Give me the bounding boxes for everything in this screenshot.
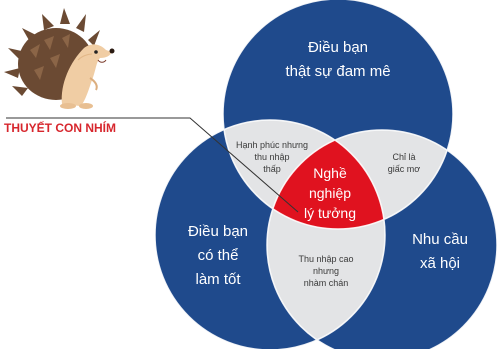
circle-top-label-line-2: thật sự đam mê xyxy=(285,63,390,80)
overlap-bottom-line-2: nhưng xyxy=(313,266,339,276)
circle-right-label-line-1: Nhu cầu xyxy=(412,231,468,248)
circle-left-label-line-2: có thể xyxy=(198,247,239,264)
overlap-top-left-line-2: thu nhập xyxy=(254,152,289,162)
overlap-top-right-line-2: giấc mơ xyxy=(388,164,421,174)
center-label-line-2: nghiệp xyxy=(309,185,351,201)
center-label-line-1: Nghề xyxy=(313,165,347,181)
circle-top-label-line-1: Điều bạn xyxy=(308,39,368,56)
pointer-line xyxy=(6,117,299,213)
overlap-top-right-line-1: Chỉ là xyxy=(392,152,415,162)
center-label-line-3: lý tưởng xyxy=(304,205,356,221)
circle-left-label-line-3: làm tốt xyxy=(195,271,241,288)
hedgehog-icon xyxy=(4,8,115,109)
circle-left-label-line-1: Điều bạn xyxy=(188,223,248,240)
title: THUYẾT CON NHÍM xyxy=(4,120,116,135)
overlap-bottom-line-3: nhàm chán xyxy=(304,278,349,288)
overlap-top-left-line-1: Hạnh phúc nhưng xyxy=(236,140,308,150)
overlap-top-left-line-3: thấp xyxy=(263,164,281,174)
circle-right-label-line-2: xã hội xyxy=(420,255,460,272)
center-region xyxy=(267,130,385,229)
overlap-bottom-line-1: Thu nhập cao xyxy=(298,254,353,264)
